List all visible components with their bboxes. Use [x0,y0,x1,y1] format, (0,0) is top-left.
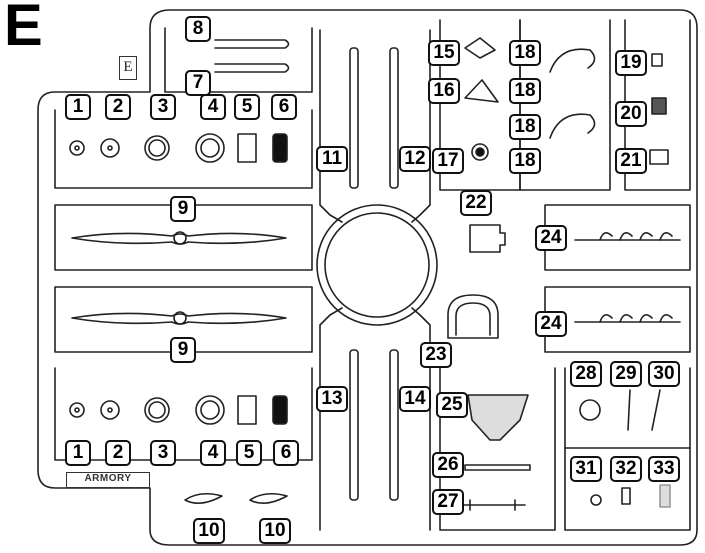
part-label-26: 26 [432,452,464,478]
part-label-9-top: 9 [170,196,196,222]
part-label-24-top: 24 [535,225,567,251]
left-mid-bay-a [54,204,313,271]
instrument-panel-25 [467,394,529,441]
part-label-2-bottom: 2 [105,440,131,466]
sprue-letter: E [4,0,43,58]
part-label-24-bottom: 24 [535,311,567,337]
parts-7-8-bay [164,27,313,93]
part-label-5-bottom: 5 [236,440,262,466]
parts-25-27-bay [439,367,556,531]
part-label-17: 17 [432,148,464,174]
part-label-22: 22 [460,190,492,216]
part-label-33: 33 [648,456,680,482]
part-label-14: 14 [399,386,431,412]
part-label-6-bottom: 6 [273,440,299,466]
part-label-18-d: 18 [509,148,541,174]
part-label-18-c: 18 [509,114,541,140]
part-label-3-bottom: 3 [150,440,176,466]
part-label-4-bottom: 4 [200,440,226,466]
sprue-tag: E [119,56,137,80]
part-label-20: 20 [615,101,647,127]
part-label-12: 12 [399,146,431,172]
part-label-19: 19 [615,50,647,76]
brand-plate: ARMORY [66,472,150,488]
left-mid-bay-b [54,286,313,353]
part-label-21: 21 [615,148,647,174]
parts-28-33-bay [564,367,691,531]
part-label-9-bottom: 9 [170,337,196,363]
part-label-18-a: 18 [509,40,541,66]
part-label-2: 2 [105,94,131,120]
part-label-28: 28 [570,361,602,387]
parts-18-bay [519,19,611,191]
part-label-13: 13 [316,386,348,412]
part-label-27: 27 [432,489,464,515]
part-label-7: 7 [185,70,211,96]
part-label-23: 23 [420,342,452,368]
part-label-1: 1 [65,94,91,120]
propeller-9-top [71,232,287,245]
part-label-1-bottom: 1 [65,440,91,466]
outer-frame [37,9,698,546]
part-label-32: 32 [610,456,642,482]
part-label-10-left: 10 [193,518,225,544]
part-label-31: 31 [570,456,602,482]
part-label-18-b: 18 [509,78,541,104]
left-upper-bay [54,109,313,189]
part-label-6: 6 [271,94,297,120]
part-label-3: 3 [150,94,176,120]
part-label-8: 8 [185,16,211,42]
part-label-5: 5 [234,94,260,120]
part-label-30: 30 [648,361,680,387]
part-label-15: 15 [428,40,460,66]
part-label-10-right: 10 [259,518,291,544]
part-label-25: 25 [436,392,468,418]
propeller-9-bottom [71,312,287,325]
part-label-4: 4 [200,94,226,120]
part-label-11: 11 [316,146,348,172]
part-label-16: 16 [428,78,460,104]
part-label-29: 29 [610,361,642,387]
center-ring [316,204,438,326]
